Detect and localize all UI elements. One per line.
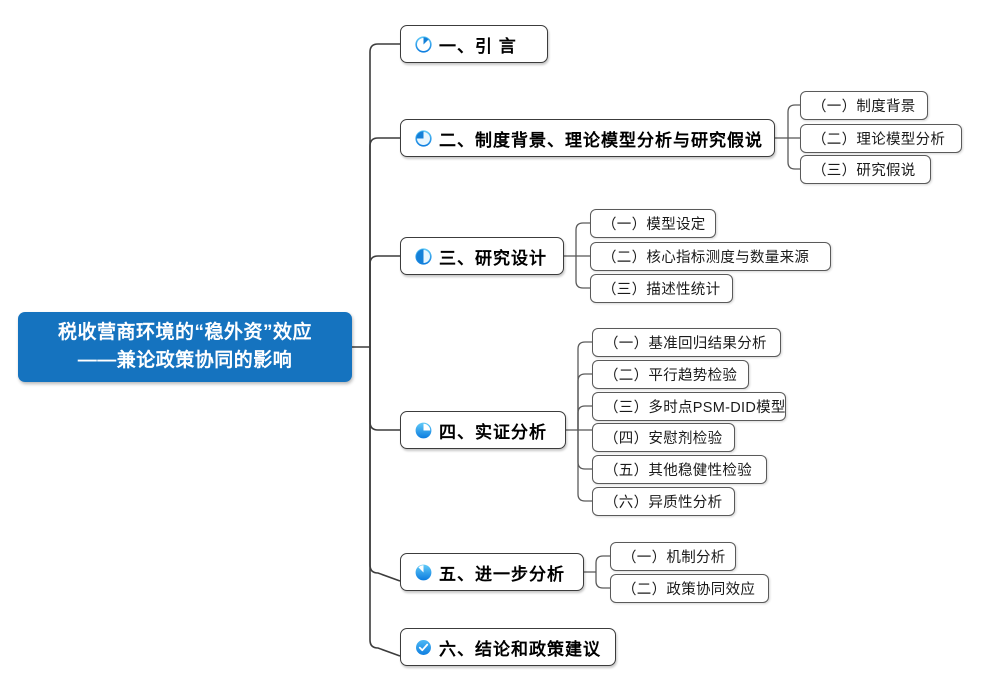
subnode-4-6[interactable]: （六）异质性分析 [592, 487, 735, 516]
subnode-4-2-label: （二）平行趋势检验 [604, 368, 738, 384]
check-circle-icon [416, 639, 431, 655]
subnode-4-4[interactable]: （四）安慰剂检验 [592, 423, 735, 452]
subnode-3-1[interactable]: （一）模型设定 [590, 209, 716, 238]
subnode-4-4-label: （四）安慰剂检验 [604, 431, 723, 447]
branch-node-5-label: 五、进一步分析 [439, 564, 565, 584]
subnode-5-2[interactable]: （二）政策协同效应 [610, 574, 769, 603]
branch-node-4-label: 四、实证分析 [439, 422, 547, 442]
subnode-2-3[interactable]: （三）研究假说 [800, 155, 931, 184]
subnode-2-2[interactable]: （二）理论模型分析 [800, 124, 962, 153]
subnode-3-3-label: （三）描述性统计 [602, 282, 721, 298]
subnode-4-3-label: （三）多时点PSM-DID模型 [604, 400, 786, 416]
subnode-4-1-label: （一）基准回归结果分析 [604, 336, 767, 352]
subnode-4-5[interactable]: （五）其他稳健性检验 [592, 455, 767, 484]
subnode-4-3[interactable]: （三）多时点PSM-DID模型 [592, 392, 786, 421]
subnode-4-2[interactable]: （二）平行趋势检验 [592, 360, 749, 389]
branch-node-3-label: 三、研究设计 [439, 248, 547, 268]
subnode-5-1[interactable]: （一）机制分析 [610, 542, 736, 571]
root-node[interactable]: 税收营商环境的“稳外资”效应 ——兼论政策协同的影响 [18, 312, 352, 382]
root-node-label: 税收营商环境的“稳外资”效应 ——兼论政策协同的影响 [57, 322, 312, 371]
branch-node-1-label: 一、引 言 [439, 36, 517, 56]
branch-node-6-label: 六、结论和政策建议 [439, 639, 601, 659]
subnode-3-2-label: （二）核心指标测度与数量来源 [602, 250, 810, 266]
subnode-3-2[interactable]: （二）核心指标测度与数量来源 [590, 242, 831, 271]
subnode-2-1-label: （一）制度背景 [812, 99, 916, 115]
subnode-2-3-label: （三）研究假说 [812, 163, 916, 179]
subnode-2-2-label: （二）理论模型分析 [812, 132, 946, 148]
branch-node-4[interactable]: 四、实证分析 [400, 411, 566, 449]
subnode-5-2-label: （二）政策协同效应 [622, 582, 756, 598]
subnode-5-1-label: （一）机制分析 [622, 550, 726, 566]
pie-progress-75-icon [415, 422, 432, 438]
subnode-3-1-label: （一）模型设定 [602, 217, 706, 233]
subnode-2-1[interactable]: （一）制度背景 [800, 91, 928, 120]
pie-progress-12-icon [415, 35, 432, 53]
branch-node-2[interactable]: 二、制度背景、理论模型分析与研究假说 [400, 119, 775, 157]
subnode-3-3[interactable]: （三）描述性统计 [590, 274, 733, 303]
branch-node-1[interactable]: 一、引 言 [400, 25, 548, 63]
branch-node-5[interactable]: 五、进一步分析 [400, 553, 584, 591]
subnode-4-5-label: （五）其他稳健性检验 [604, 463, 752, 479]
subnode-4-1[interactable]: （一）基准回归结果分析 [592, 328, 781, 357]
pie-progress-88-icon [415, 564, 432, 580]
pie-progress-25-icon [415, 129, 432, 147]
pie-progress-50-icon [415, 247, 432, 265]
branch-node-3[interactable]: 三、研究设计 [400, 237, 564, 275]
branch-node-2-label: 二、制度背景、理论模型分析与研究假说 [439, 130, 763, 150]
branch-node-6[interactable]: 六、结论和政策建议 [400, 628, 616, 666]
subnode-4-6-label: （六）异质性分析 [604, 495, 723, 511]
